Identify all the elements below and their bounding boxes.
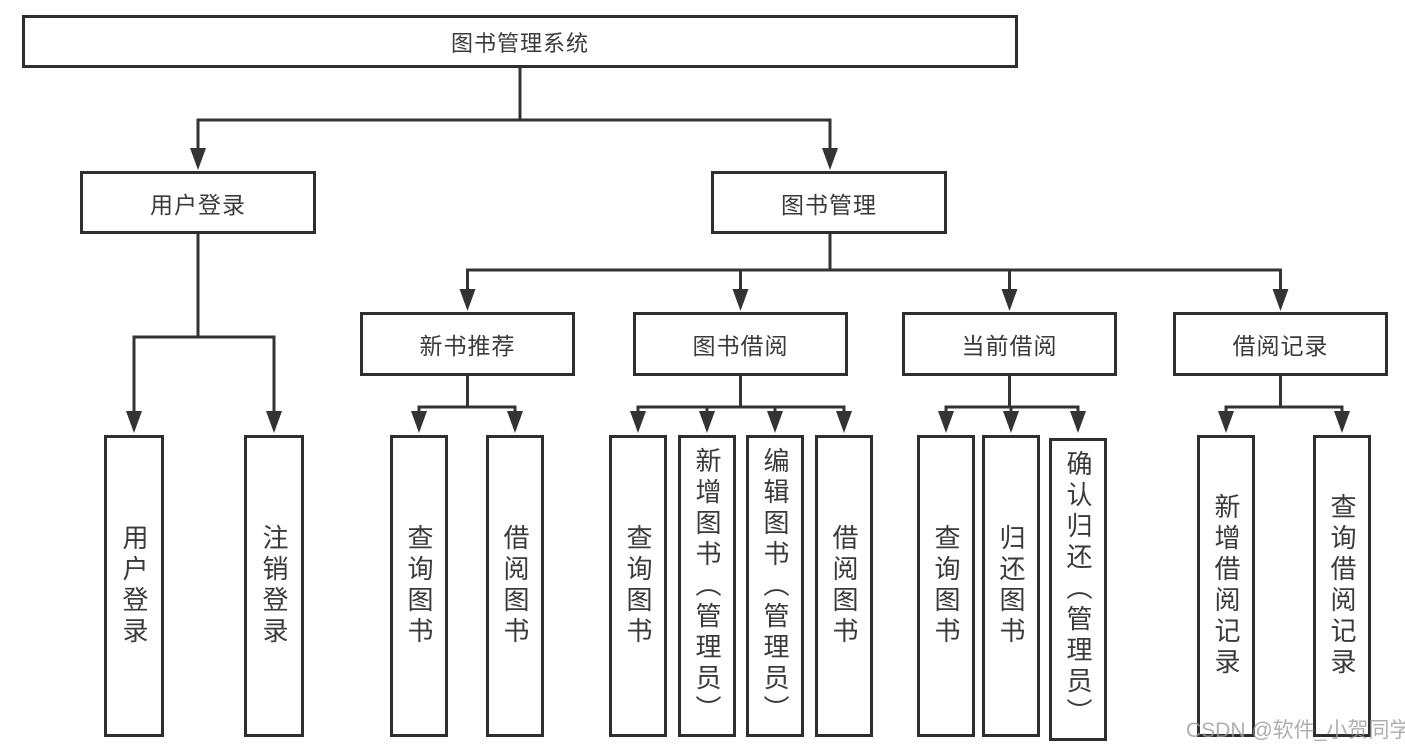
node-current-borrow: 当前借阅 (902, 312, 1117, 376)
leaf-query-books-recommend: 查询图书 (390, 435, 448, 737)
node-book-borrow: 图书借阅 (633, 312, 848, 376)
leaf-query-books-current-label: 查询图书 (931, 524, 961, 648)
leaf-return-book-label: 归还图书 (996, 524, 1026, 648)
node-book-management: 图书管理 (711, 171, 947, 234)
arrowheads (126, 148, 1350, 433)
leaf-query-books-recommend-label: 查询图书 (404, 524, 434, 648)
csdn-watermark: CSDN @软件_小贺同学 (1186, 719, 1405, 742)
leaf-confirm-return-admin-label: 确认归还（管理员） (1063, 450, 1093, 729)
leaf-logout-label: 注销登录 (259, 524, 289, 648)
node-new-book-recommend: 新书推荐 (360, 312, 575, 376)
node-book-management-label: 图书管理 (781, 191, 877, 218)
leaf-query-borrow-record-label: 查询借阅记录 (1327, 493, 1357, 679)
node-root-label: 图书管理系统 (450, 30, 589, 56)
leaf-return-book: 归还图书 (982, 435, 1040, 737)
node-root: 图书管理系统 (22, 15, 1018, 68)
leaf-edit-book-admin: 编辑图书（管理员） (746, 435, 804, 737)
leaf-query-books-borrow-label: 查询图书 (623, 524, 653, 648)
leaf-borrow-books-recommend: 借阅图书 (486, 435, 544, 737)
leaf-confirm-return-admin: 确认归还（管理员） (1049, 438, 1107, 741)
leaf-edit-book-admin-label: 编辑图书（管理员） (760, 446, 790, 726)
node-borrow-records: 借阅记录 (1173, 312, 1388, 376)
node-book-borrow-label: 图书借阅 (692, 333, 789, 359)
node-borrow-records-label: 借阅记录 (1232, 333, 1329, 359)
leaf-add-borrow-record: 新增借阅记录 (1197, 435, 1255, 737)
leaf-logout: 注销登录 (244, 435, 304, 737)
leaf-query-borrow-record: 查询借阅记录 (1313, 435, 1371, 737)
node-user-login-label: 用户登录 (150, 191, 246, 218)
node-new-book-recommend-label: 新书推荐 (419, 333, 516, 359)
leaf-borrow-books: 借阅图书 (815, 435, 873, 737)
leaf-add-borrow-record-label: 新增借阅记录 (1211, 493, 1241, 679)
leaf-query-books-current: 查询图书 (917, 435, 975, 737)
node-user-login: 用户登录 (80, 171, 316, 234)
leaf-add-book-admin-label: 新增图书（管理员） (692, 446, 722, 726)
leaf-user-login: 用户登录 (104, 435, 164, 737)
leaf-borrow-books-recommend-label: 借阅图书 (500, 524, 530, 648)
node-current-borrow-label: 当前借阅 (961, 333, 1058, 359)
leaf-borrow-books-label: 借阅图书 (829, 524, 859, 648)
leaf-user-login-label: 用户登录 (119, 524, 149, 648)
leaf-query-books-borrow: 查询图书 (609, 435, 667, 737)
leaf-add-book-admin: 新增图书（管理员） (678, 435, 736, 737)
